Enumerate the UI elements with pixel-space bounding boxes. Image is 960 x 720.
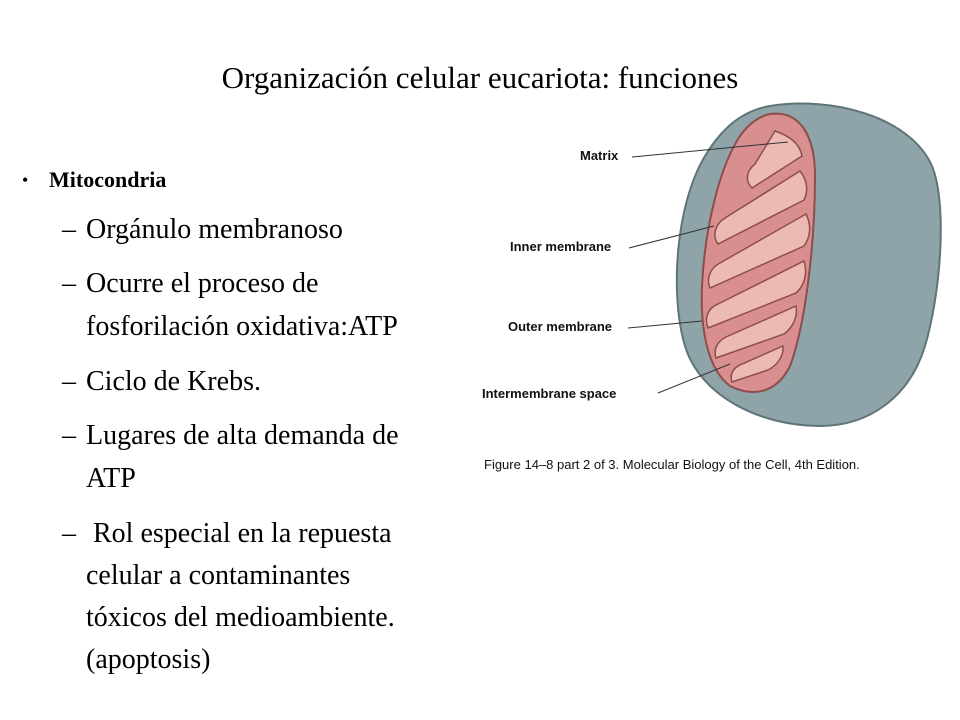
sub-bullet-text: fosforilación oxidativa:ATP — [86, 311, 398, 342]
figure-caption: Figure 14–8 part 2 of 3. Molecular Biolo… — [484, 457, 860, 472]
sub-bullet-text: ATP — [86, 463, 136, 494]
mitochondrion-figure: Matrix Inner membrane Outer membrane Int… — [470, 96, 950, 486]
dash-icon: – — [62, 268, 76, 299]
sub-bullet-text: (apoptosis) — [86, 644, 211, 675]
sub-bullet-text: celular a contaminantes — [86, 560, 351, 591]
sub-bullet-text: tóxicos del medioambiente. — [86, 602, 395, 633]
sub-bullet-text: Ocurre el proceso de — [86, 268, 319, 299]
bullet-heading: Mitocondria — [49, 167, 167, 192]
sub-bullet-text: Ciclo de Krebs. — [86, 366, 261, 397]
slide-title: Organización celular eucariota: funcione… — [221, 60, 739, 95]
sub-bullet-text: Orgánulo membranoso — [86, 214, 343, 245]
label-outer-membrane: Outer membrane — [508, 319, 613, 334]
label-intermembrane-space: Intermembrane space — [482, 386, 617, 401]
sub-bullet-text: Rol especial en la repuesta — [86, 518, 392, 549]
bullet-dot-icon: • — [22, 170, 29, 190]
mitochondrion-illustration — [627, 102, 942, 428]
label-inner-membrane: Inner membrane — [510, 239, 612, 254]
sub-bullet-text: Lugares de alta demanda de — [86, 420, 399, 451]
label-matrix: Matrix — [580, 148, 619, 163]
dash-icon: – — [62, 214, 76, 245]
dash-icon: – — [62, 518, 76, 549]
bullet-area: • Mitocondria – Orgánulo membranoso – Oc… — [22, 167, 399, 675]
dash-icon: – — [62, 366, 76, 397]
dash-icon: – — [62, 420, 76, 451]
